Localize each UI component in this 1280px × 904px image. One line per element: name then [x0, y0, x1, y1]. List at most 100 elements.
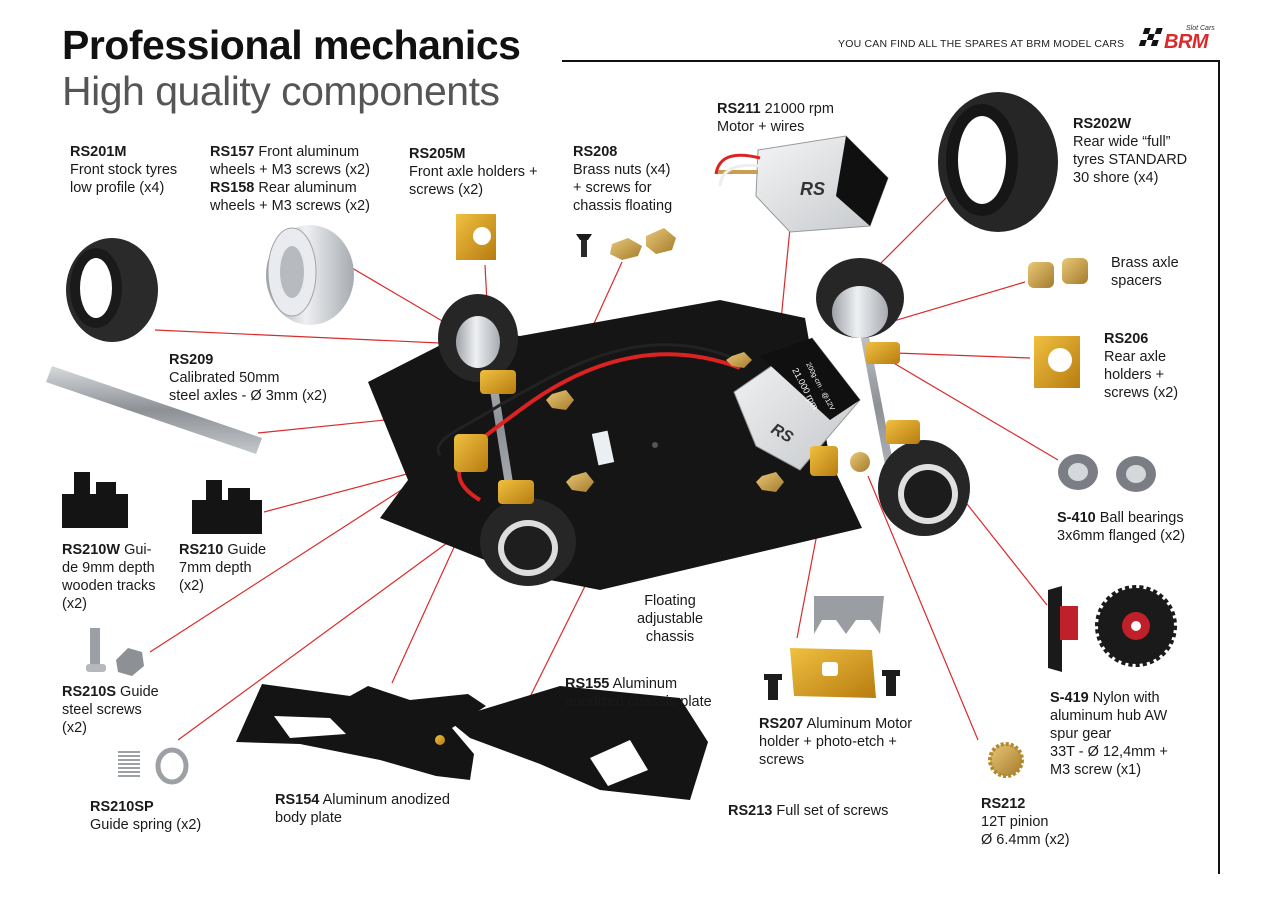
rs211-code: RS211 [717, 101, 761, 117]
rs157-rs158-label: RS157 Front aluminum wheels + M3 screws … [210, 143, 370, 215]
rs210-line-3: (x2) [179, 578, 204, 594]
floating-line-3: chassis [645, 629, 695, 645]
rs154-label: RS154 Aluminum anodized body plate [275, 791, 450, 827]
rs202w-line-3: 30 shore (x4) [1073, 170, 1159, 186]
rs157-line-1: Front aluminum [258, 144, 360, 160]
rs202w-code: RS202W [1073, 116, 1132, 132]
floating-chassis-label: Floating adjustable chassis [620, 592, 720, 646]
rs213-label: RS213 Full set of screws [728, 802, 888, 820]
rs210w-line-3: wooden tracks [62, 578, 156, 594]
rs211-motor-image: RS [714, 135, 889, 233]
s410-label: S-410 Ball bearings 3x6mm flanged (x2) [1057, 509, 1185, 545]
rs205m-line-1: Front axle holders + [409, 164, 538, 180]
rs210sp-line-1: Guide spring (x2) [90, 817, 202, 833]
rs210s-code: RS210S [62, 684, 117, 700]
rs212-line-1: 12T pinion [981, 814, 1049, 830]
s410-line-2: 3x6mm flanged (x2) [1057, 528, 1186, 544]
s410-code: S-410 [1057, 510, 1096, 526]
frame-line-right [1218, 60, 1220, 874]
rs209-line-1: Calibrated 50mm [169, 370, 280, 386]
rs210sp-code: RS210SP [90, 799, 154, 815]
rs201m-line-2: low profile (x4) [70, 180, 165, 196]
rs202w-line-2: tyres STANDARD [1073, 152, 1188, 168]
brm-logo-text: BRM [1164, 31, 1209, 53]
rs201m-code: RS201M [70, 144, 127, 160]
title-professional-mechanics: Professional mechanics [62, 22, 521, 68]
rs206-line-3: screws (x2) [1104, 385, 1179, 401]
rs206-code: RS206 [1104, 331, 1149, 347]
spares-tagline: YOU CAN FIND ALL THE SPARES AT BRM MODEL… [838, 38, 1125, 50]
rs210w-code: RS210W [62, 542, 121, 558]
rs210s-label: RS210S Guide steel screws (x2) [62, 683, 159, 737]
rs158-code: RS158 [210, 180, 255, 196]
rs154-body-plate-image [236, 684, 486, 780]
rs201m-line-1: Front stock tyres [70, 162, 178, 178]
rs212-line-2: Ø 6.4mm (x2) [981, 832, 1070, 848]
rs208-brass-nuts-image [576, 228, 676, 260]
s419-line-3: spur gear [1050, 726, 1112, 742]
brm-logo: Slot Cars BRM [1134, 24, 1220, 54]
main-chassis-assembly-image: RS [368, 258, 970, 590]
rs209-code: RS209 [169, 352, 214, 368]
rs157-code: RS157 [210, 144, 255, 160]
rs209-line-2: steel axles - Ø 3mm (x2) [169, 388, 327, 404]
rs210-line-2: 7mm depth [179, 560, 252, 576]
rs210w-line-2: de 9mm depth [62, 560, 155, 576]
rs158-line-1: Rear aluminum [258, 180, 357, 196]
rs206-line-2: holders + [1104, 367, 1165, 383]
rs207-line-3: screws [759, 752, 805, 768]
frame-line-top [562, 60, 1220, 62]
rs211-label: RS211 21000 rpm Motor + wires [717, 100, 834, 136]
rs157-line-2: wheels + M3 screws (x2) [210, 162, 370, 178]
s419-spur-gear-image [1048, 585, 1177, 672]
rs202w-rear-tyre-image [938, 92, 1058, 232]
rs154-code: RS154 [275, 792, 320, 808]
rs210-guide-image [192, 480, 262, 534]
rs210w-line-4: (x2) [62, 596, 87, 612]
rs155-chassis-plate-image [435, 686, 708, 800]
rs208-code: RS208 [573, 144, 618, 160]
rs212-pinion-image [988, 742, 1024, 778]
rs210sp-label: RS210SP Guide spring (x2) [90, 798, 201, 834]
rs206-line-1: Rear axle [1104, 349, 1167, 365]
rs210w-guide-image [62, 472, 128, 528]
rs205m-label: RS205M Front axle holders + screws (x2) [409, 145, 538, 199]
rs210-label: RS210 Guide 7mm depth (x2) [179, 541, 266, 595]
rs208-label: RS208 Brass nuts (x4) + screws for chass… [573, 143, 672, 215]
rs211-line-2: Motor + wires [717, 119, 805, 135]
s419-label: S-419 Nylon with aluminum hub AW spur ge… [1050, 689, 1168, 779]
rs208-line-2: + screws for [573, 180, 652, 196]
rs210s-line-3: (x2) [62, 720, 87, 736]
floating-line-1: Floating [644, 593, 696, 609]
s419-line-2: aluminum hub AW [1050, 708, 1168, 724]
rs207-code: RS207 [759, 716, 804, 732]
rs154-line-1: Aluminum anodized [322, 792, 450, 808]
rs205m-code: RS205M [409, 146, 466, 162]
rs210-line-1: Guide [227, 542, 267, 558]
rs157-aluminum-wheel-image [266, 225, 354, 325]
rs210s-line-1: Guide [120, 684, 159, 700]
title-high-quality-components: High quality components [62, 68, 500, 114]
rs207-line-2: holder + photo-etch + [759, 734, 897, 750]
rs208-line-1: Brass nuts (x4) [573, 162, 671, 178]
rs210-code: RS210 [179, 542, 224, 558]
rs210s-guide-screws-image [86, 628, 144, 676]
rs155-line-1: Aluminum [612, 676, 678, 692]
rs213-code: RS213 [728, 803, 773, 819]
svg-text:RS: RS [800, 179, 825, 199]
rs202w-line-1: Rear wide “full” [1073, 134, 1171, 150]
brass-spacers-label: Brass axle spacers [1111, 254, 1179, 290]
rs210sp-guide-springs-image [118, 747, 189, 785]
rs210w-label: RS210W Gui- de 9mm depth wooden tracks (… [62, 541, 156, 613]
rs158-line-2: wheels + M3 screws (x2) [210, 198, 370, 214]
rs208-line-3: chassis floating [573, 198, 673, 214]
s419-line-1: Nylon with [1092, 690, 1160, 706]
rs201m-label: RS201M Front stock tyres low profile (x4… [70, 143, 177, 197]
rs155-code: RS155 [565, 676, 610, 692]
rs211-line-1: 21000 rpm [764, 101, 834, 117]
rs205m-line-2: screws (x2) [409, 182, 484, 198]
s419-line-5: M3 screw (x1) [1050, 762, 1142, 778]
rs206-label: RS206 Rear axle holders + screws (x2) [1104, 330, 1178, 402]
rs207-label: RS207 Aluminum Motor holder + photo-etch… [759, 715, 912, 769]
brass-axle-spacers-image [1028, 258, 1088, 288]
